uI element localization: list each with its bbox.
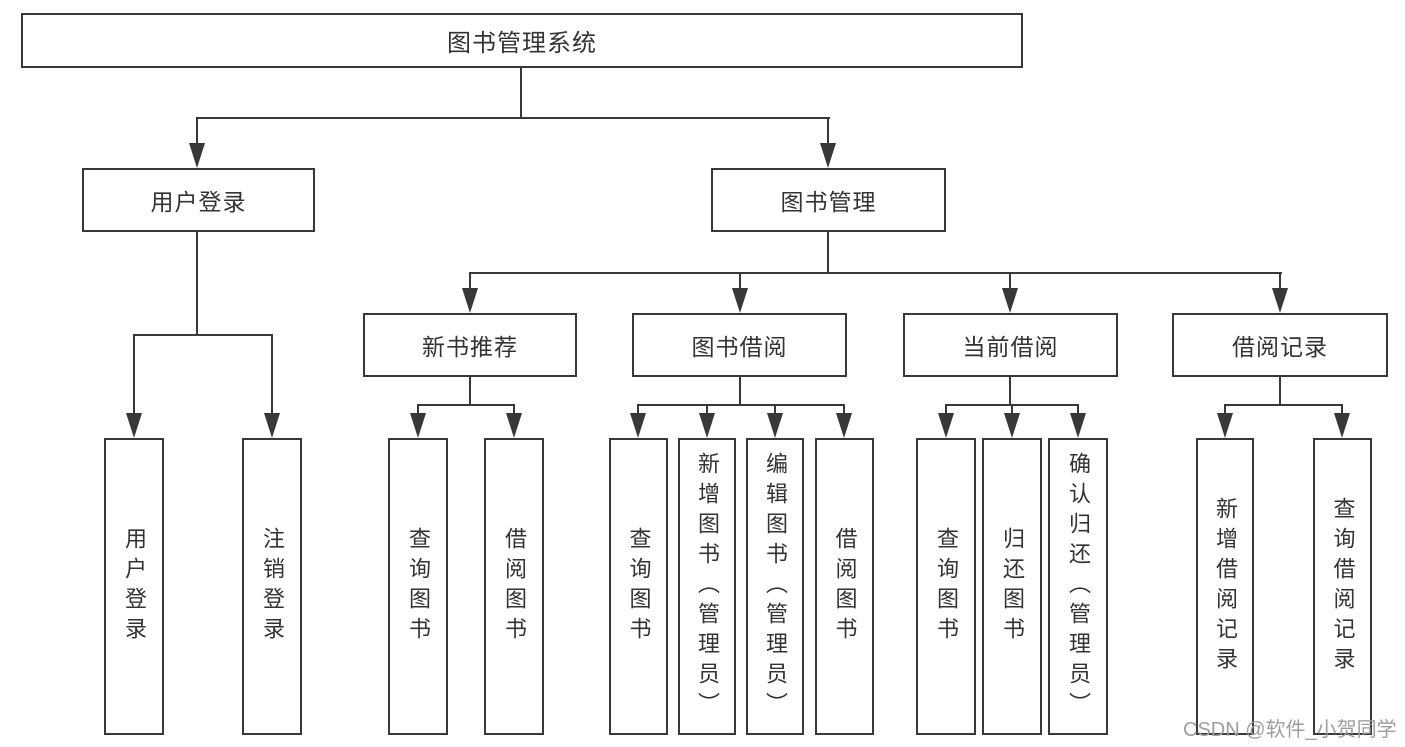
- node-add-book-admin: 新增图书（管理员）: [678, 438, 736, 735]
- node-return-book: 归还图书: [982, 438, 1042, 735]
- node-user-login-leaf: 用户登录: [104, 438, 164, 735]
- node-confirm-return-admin: 确认归还（管理员）: [1048, 438, 1108, 735]
- connector-line: [133, 334, 135, 414]
- connector-line: [945, 404, 947, 414]
- connector-line: [469, 272, 1282, 274]
- connector-arrow: [836, 413, 852, 438]
- node-label: 借阅图书: [502, 526, 527, 647]
- connector-line: [637, 404, 845, 406]
- node-label: 注销登录: [260, 526, 285, 647]
- connector-arrow: [126, 413, 142, 438]
- node-query-book-borrow: 查询图书: [609, 438, 668, 735]
- node-query-book-current: 查询图书: [916, 438, 976, 735]
- connector-line: [774, 404, 776, 414]
- connector-line: [469, 375, 471, 406]
- connector-line: [843, 404, 845, 414]
- connector-line: [739, 375, 741, 406]
- node-label: 确认归还（管理员）: [1066, 451, 1091, 722]
- connector-line: [271, 334, 273, 414]
- connector-line: [133, 334, 273, 336]
- connector-line: [1279, 375, 1281, 406]
- node-borrow-records: 借阅记录: [1172, 313, 1388, 377]
- connector-arrow: [1217, 413, 1233, 438]
- node-label: 查询借阅记录: [1330, 496, 1356, 677]
- connector-line: [739, 272, 741, 290]
- node-label: 借阅图书: [832, 526, 858, 647]
- connector-line: [706, 404, 708, 414]
- node-book-management-system: 图书管理系统: [21, 13, 1023, 68]
- connector-line: [196, 117, 830, 119]
- connector-line: [513, 404, 515, 414]
- connector-line: [1011, 404, 1013, 414]
- connector-line: [196, 117, 198, 145]
- connector-arrow: [767, 413, 783, 438]
- node-new-book-recommend: 新书推荐: [363, 313, 577, 377]
- connector-line: [1009, 272, 1011, 290]
- node-label: 查询图书: [934, 526, 959, 647]
- connector-arrow: [506, 413, 522, 438]
- connector-line: [1341, 404, 1343, 414]
- connector-arrow: [938, 413, 954, 438]
- node-label: 编辑图书（管理员）: [763, 451, 788, 722]
- node-label: 新书推荐: [422, 334, 518, 360]
- connector-arrow: [1004, 413, 1020, 438]
- connector-line: [1009, 375, 1011, 406]
- node-borrow-book-recommend: 借阅图书: [484, 438, 544, 735]
- connector-line: [196, 230, 198, 336]
- connector-line: [417, 404, 515, 406]
- node-label: 当前借阅: [962, 334, 1059, 360]
- node-book-borrow: 图书借阅: [632, 313, 847, 377]
- connector-arrow: [1070, 413, 1086, 438]
- node-label: 归还图书: [1000, 526, 1025, 647]
- connector-line: [1077, 404, 1079, 414]
- connector-line: [1224, 404, 1226, 414]
- node-label: 用户登录: [150, 189, 247, 215]
- node-user-login: 用户登录: [82, 168, 315, 232]
- connector-arrow: [1272, 288, 1288, 313]
- connector-arrow: [410, 413, 426, 438]
- connector-arrow: [732, 288, 748, 313]
- node-borrow-book-leaf: 借阅图书: [815, 438, 874, 735]
- watermark-text: CSDN @软件_小贺同学: [1183, 719, 1397, 741]
- connector-arrow: [820, 143, 836, 168]
- node-label: 新增借阅记录: [1213, 496, 1238, 677]
- connector-arrow: [1334, 413, 1350, 438]
- connector-arrow: [1002, 288, 1018, 313]
- connector-line: [637, 404, 639, 414]
- connector-line: [520, 68, 522, 118]
- node-label: 用户登录: [122, 526, 147, 647]
- node-label: 图书管理: [780, 189, 877, 215]
- connector-line: [1224, 404, 1343, 406]
- connector-line: [827, 230, 829, 274]
- connector-line: [417, 404, 419, 414]
- node-label: 新增图书（管理员）: [695, 451, 720, 722]
- connector-arrow: [189, 143, 205, 168]
- node-label: 图书管理系统: [447, 30, 597, 57]
- connector-arrow: [630, 413, 646, 438]
- node-label: 查询图书: [626, 526, 652, 647]
- node-query-borrow-record: 查询借阅记录: [1313, 438, 1372, 735]
- node-label: 借阅记录: [1232, 334, 1328, 360]
- connector-line: [469, 272, 471, 290]
- connector-arrow: [264, 413, 280, 438]
- connector-line: [827, 117, 829, 145]
- node-current-borrow: 当前借阅: [903, 313, 1118, 377]
- connector-arrow: [699, 413, 715, 438]
- node-book-management: 图书管理: [711, 168, 946, 232]
- connector-line: [1279, 272, 1281, 290]
- connector-arrow: [462, 288, 478, 313]
- node-edit-book-admin: 编辑图书（管理员）: [746, 438, 804, 735]
- node-label: 图书借阅: [691, 334, 788, 360]
- node-add-borrow-record: 新增借阅记录: [1196, 438, 1254, 735]
- node-logout-leaf: 注销登录: [242, 438, 302, 735]
- node-label: 查询图书: [406, 526, 431, 647]
- node-query-book-recommend: 查询图书: [388, 438, 448, 735]
